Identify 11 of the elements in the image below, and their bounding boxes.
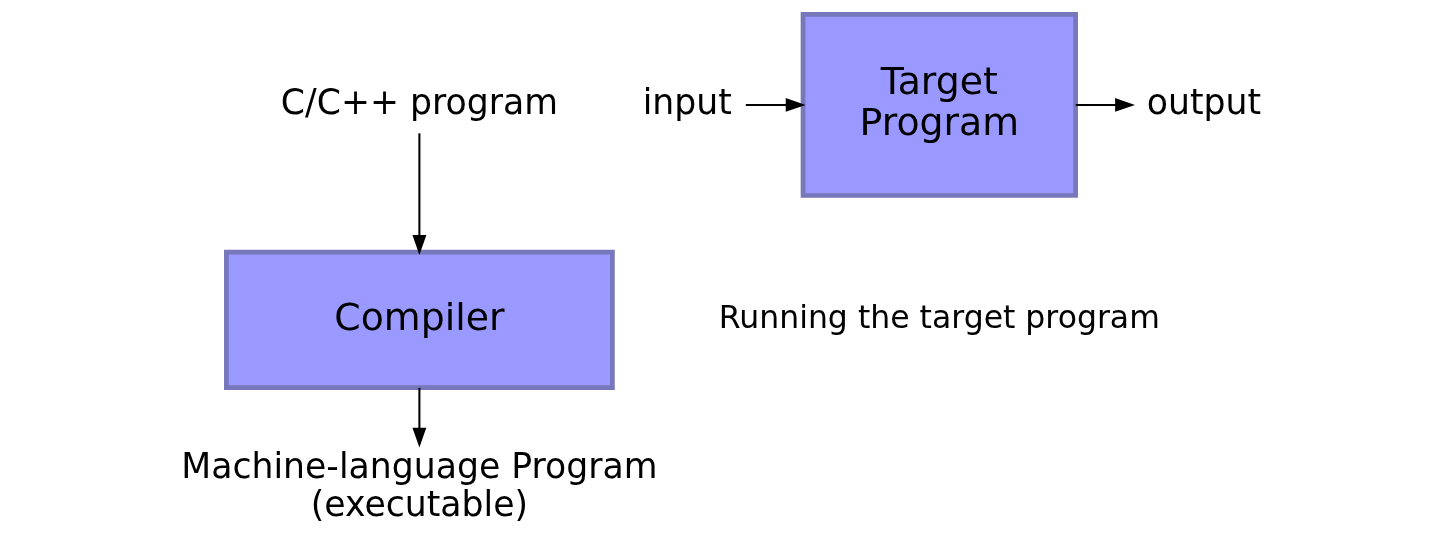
node-box: Target Program (800, 11, 1078, 198)
node-text: output (1146, 81, 1262, 122)
node-text: Machine-language Program (executable) (181, 446, 658, 525)
arrow (412, 133, 427, 255)
node-text: input (642, 81, 732, 122)
arrow (1075, 97, 1135, 112)
node-box: Compiler (224, 249, 615, 391)
node-text: C/C++ program (280, 81, 558, 122)
arrow (412, 387, 427, 448)
label: Running the target program (718, 298, 1160, 335)
arrow (745, 97, 806, 112)
